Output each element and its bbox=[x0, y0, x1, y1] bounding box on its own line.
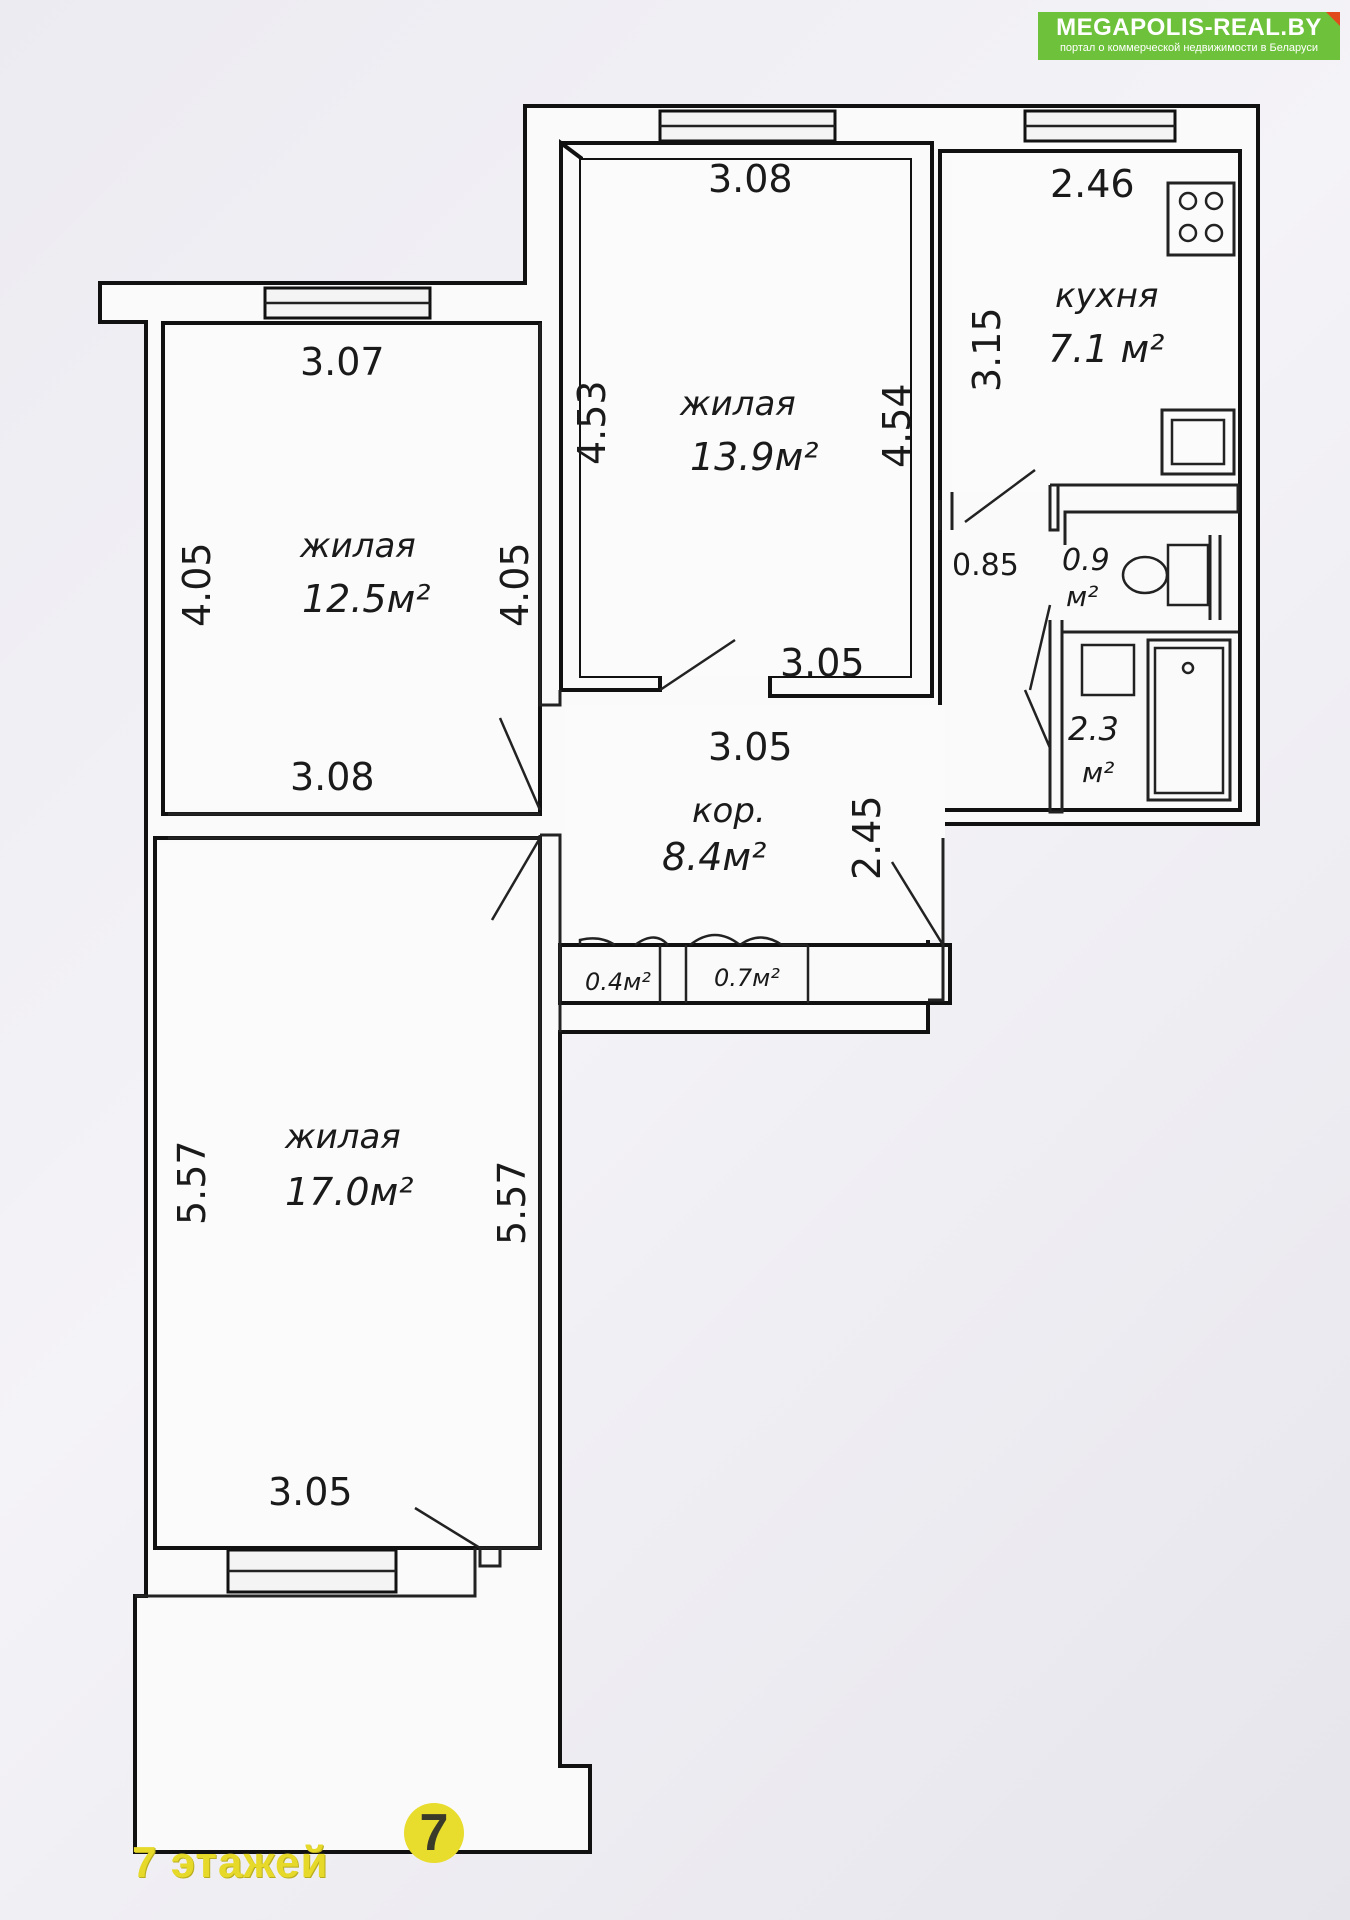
badge-title: MEGAPOLIS-REAL.BY bbox=[1056, 14, 1322, 41]
doors bbox=[414, 468, 1052, 1550]
kitchen-label: кухня bbox=[1055, 276, 1158, 316]
corridor-label: кор. bbox=[692, 791, 766, 831]
windows bbox=[226, 109, 1177, 1594]
living-top-area: 13.9м² bbox=[690, 435, 819, 479]
dim-bottom-room-right: 5.57 bbox=[490, 1160, 534, 1245]
dim-top-room-right: 4.54 bbox=[875, 383, 919, 468]
dim-wc-door: 0.85 bbox=[952, 548, 1019, 583]
watermark-logo-icon: 7 bbox=[404, 1803, 464, 1863]
badge-subtitle: портал о коммерческой недвижимости в Бел… bbox=[1059, 42, 1319, 54]
closet-2-area: 0.7м² bbox=[714, 964, 780, 992]
dim-top-room-bottom: 3.05 bbox=[780, 641, 865, 685]
wc-area-num: 0.9 bbox=[1062, 543, 1110, 578]
interior-walls bbox=[135, 323, 1240, 1598]
watermark-logo-glyph: 7 bbox=[419, 1804, 449, 1862]
dim-left-room-right: 4.05 bbox=[493, 542, 537, 627]
dim-bottom-room-width: 3.05 bbox=[268, 1470, 353, 1514]
dim-bottom-room-left: 5.57 bbox=[170, 1140, 214, 1225]
living-bottom-area: 17.0м² bbox=[285, 1170, 414, 1214]
bathtub-icon bbox=[1146, 638, 1232, 802]
room-interiors bbox=[160, 160, 1238, 1543]
stove-icon bbox=[1166, 181, 1236, 257]
dim-kitchen-height: 3.15 bbox=[965, 307, 1009, 392]
dim-kitchen-width: 2.46 bbox=[1050, 162, 1135, 206]
dim-corridor-top: 3.05 bbox=[708, 725, 793, 769]
badge-corner-icon bbox=[1326, 12, 1340, 26]
closet-1-area: 0.4м² bbox=[585, 968, 651, 996]
living-left-area: 12.5м² bbox=[302, 577, 431, 621]
dim-top-room-width: 3.08 bbox=[708, 157, 793, 201]
site-badge: MEGAPOLIS-REAL.BY портал о коммерческой … bbox=[1038, 12, 1340, 60]
watermark-text: 7 этажей bbox=[132, 1838, 329, 1887]
dim-top-room-left: 4.53 bbox=[570, 380, 614, 465]
room-labels: жилая 13.9м² кухня 7.1 м² жилая 12.5м² к… bbox=[284, 276, 1164, 1214]
living-left-label: жилая bbox=[299, 526, 416, 566]
living-bottom-label: жилая bbox=[284, 1117, 401, 1157]
dim-left-room-top: 3.07 bbox=[300, 340, 385, 384]
living-top-label: жилая bbox=[679, 384, 796, 424]
sink-icon bbox=[1160, 408, 1236, 476]
fixtures bbox=[1080, 181, 1236, 802]
kitchen-area: 7.1 м² bbox=[1048, 327, 1164, 371]
dim-corridor-right: 2.45 bbox=[845, 795, 889, 880]
bath-area-num: 2.3 bbox=[1068, 710, 1119, 748]
dimension-labels: 3.08 2.46 3.07 4.53 4.54 3.15 4.05 4.05 … bbox=[170, 157, 1135, 1514]
dim-left-room-bottom: 3.08 bbox=[290, 755, 375, 799]
corridor-area: 8.4м² bbox=[662, 835, 766, 879]
dim-left-room-left: 4.05 bbox=[175, 542, 219, 627]
washbasin-icon bbox=[1080, 643, 1136, 697]
wc-area-unit: м² bbox=[1066, 580, 1098, 613]
bath-area-unit: м² bbox=[1082, 756, 1114, 789]
